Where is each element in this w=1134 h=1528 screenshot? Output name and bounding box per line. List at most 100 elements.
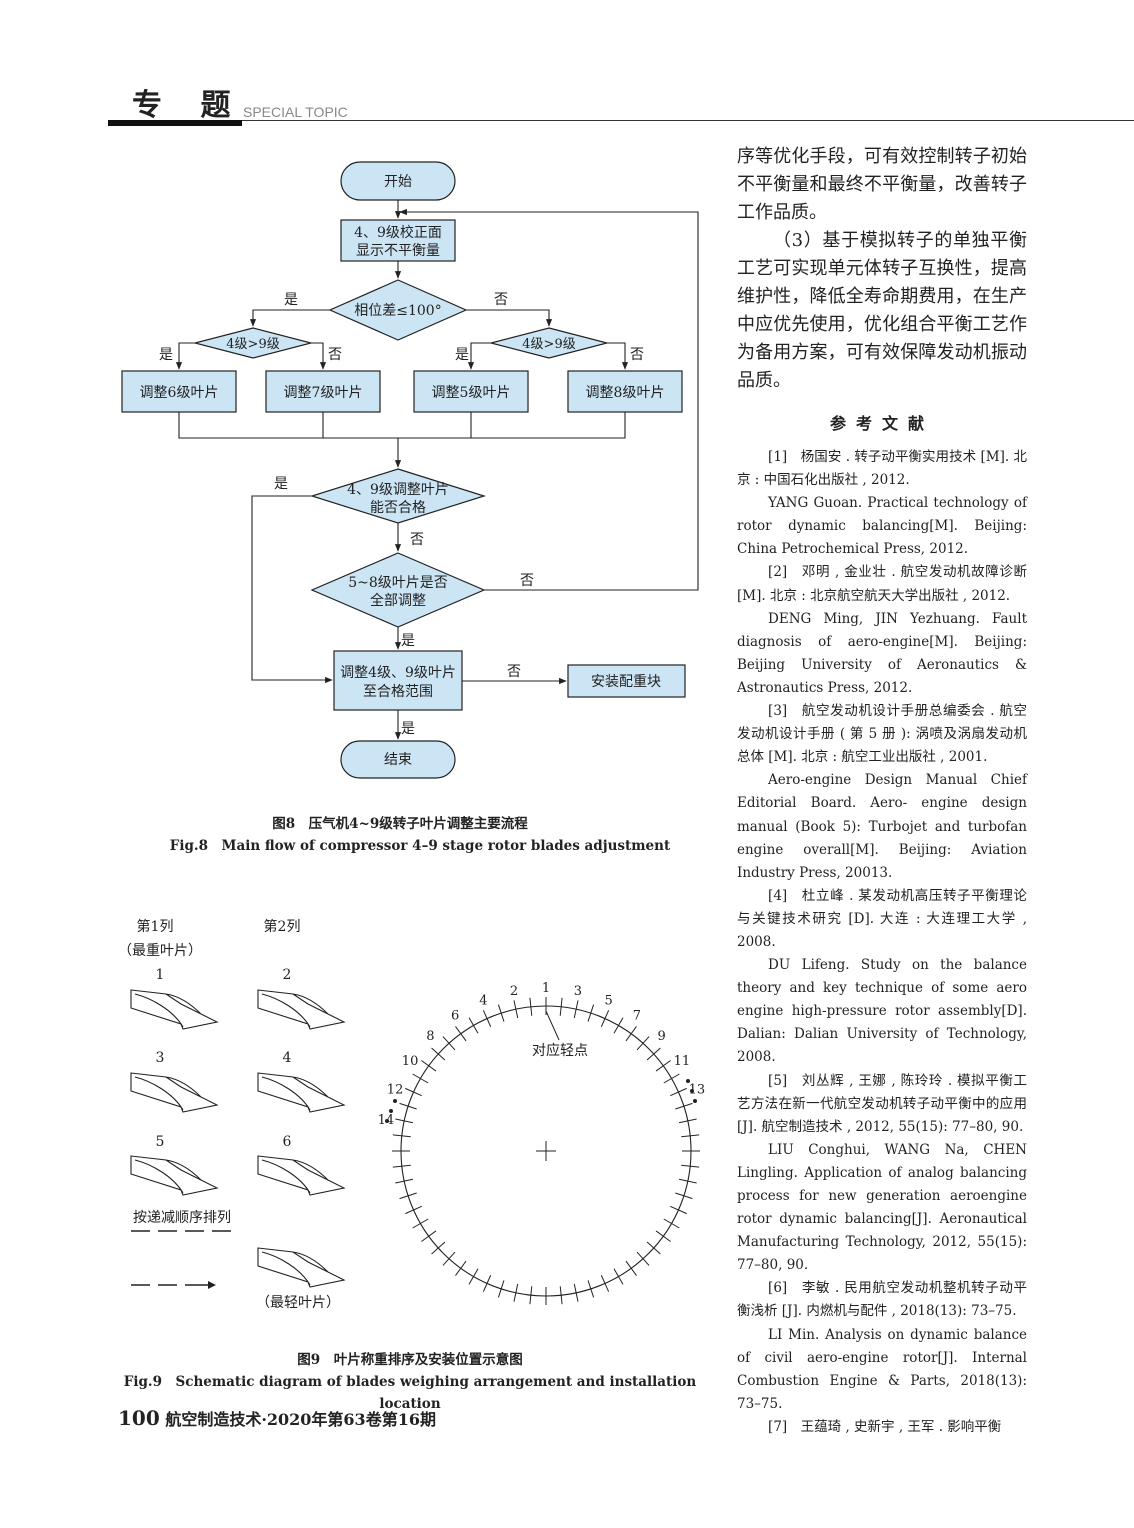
- blade-icon: [257, 1247, 346, 1288]
- svg-text:5~8级叶片是否: 5~8级叶片是否: [348, 575, 448, 591]
- ring-tick: [412, 1073, 429, 1084]
- ring-tick: [625, 1260, 637, 1276]
- ref-item: [5] 刘丛辉 , 王娜 , 陈玲玲 . 模拟平衡工艺方法在新一代航空发动机转子…: [737, 1072, 1027, 1135]
- ref-item: DENG Ming, JIN Yezhuang. Fault diagnosis…: [737, 610, 1027, 696]
- svg-text:2: 2: [283, 967, 292, 983]
- ring-tick: [421, 1230, 437, 1242]
- svg-text:结束: 结束: [384, 752, 412, 768]
- svg-text:5: 5: [156, 1134, 165, 1150]
- svg-text:相位差≤100°: 相位差≤100°: [354, 303, 441, 319]
- ring-tick: [392, 1134, 411, 1138]
- ref-item: LIU Conghui, WANG Na, CHEN Lingling. App…: [737, 1141, 1027, 1274]
- ring-tick: [405, 1087, 422, 1097]
- ring-tick: [468, 1268, 479, 1285]
- svg-text:1: 1: [156, 967, 165, 983]
- blade-icon: [130, 989, 219, 1030]
- ring-number: 6: [451, 1009, 459, 1024]
- svg-text:调整4级、9级叶片: 调整4级、9级叶片: [340, 665, 456, 681]
- svg-text:开始: 开始: [384, 174, 412, 190]
- svg-text:是: 是: [274, 476, 288, 492]
- ring-tick: [455, 1260, 467, 1276]
- fig9-caption-en: Fig.9 Schematic diagram of blades weighi…: [123, 1374, 697, 1412]
- svg-text:第2列: 第2列: [264, 918, 301, 935]
- svg-text:否: 否: [507, 664, 521, 680]
- adjust-7-box: [265, 370, 381, 413]
- ring-tick: [663, 1218, 680, 1229]
- page-number: 100: [118, 1406, 160, 1430]
- header-bar: [108, 120, 242, 126]
- page-footer: 100 航空制造技术·2020年第63卷第16期: [118, 1406, 436, 1430]
- ring-tick: [442, 1036, 456, 1051]
- svg-text:4、9级校正面: 4、9级校正面: [354, 224, 442, 241]
- ring-tick: [613, 1017, 624, 1034]
- section-subtitle: SPECIAL TOPIC: [243, 104, 348, 120]
- ring-tick: [405, 1205, 422, 1215]
- ring-tick: [646, 1047, 661, 1061]
- ring-tick: [392, 1164, 411, 1168]
- ring-tick: [655, 1060, 671, 1072]
- svg-text:显示不平衡量: 显示不平衡量: [356, 243, 440, 259]
- svg-text:否: 否: [494, 292, 508, 308]
- journal-info: 航空制造技术·2020年第63卷第16期: [159, 1410, 436, 1429]
- ring-tick: [559, 997, 563, 1016]
- ring-tick: [455, 1026, 467, 1042]
- ring-tick: [395, 1118, 414, 1124]
- cmp-right-diamond: [488, 327, 610, 359]
- svg-text:调整8级叶片: 调整8级叶片: [586, 385, 665, 401]
- ring-number: 7: [633, 1009, 641, 1024]
- ring-number: 8: [426, 1029, 434, 1044]
- ring-tick: [625, 1026, 637, 1042]
- ring-tick: [529, 1286, 533, 1305]
- ref-item: LI Min. Analysis on dynamic balance of c…: [737, 1326, 1027, 1412]
- svg-text:否: 否: [520, 573, 534, 589]
- svg-text:是: 是: [455, 347, 469, 363]
- ring-tick: [636, 1036, 650, 1051]
- ring-tick: [395, 1178, 414, 1184]
- svg-text:4级>9级: 4级>9级: [226, 337, 279, 352]
- ring-number: 12: [387, 1082, 404, 1097]
- svg-text:调整6级叶片: 调整6级叶片: [140, 385, 219, 401]
- ring-tick: [442, 1251, 456, 1266]
- svg-text:调整5级叶片: 调整5级叶片: [432, 385, 511, 401]
- svg-text:第1列: 第1列: [137, 918, 174, 935]
- ring-tick: [678, 1118, 697, 1124]
- references-list: [1] 杨国安 . 转子动平衡实用技术 [M]. 北京 : 中国石化出版社 , …: [737, 446, 1027, 1439]
- ref-item: [6] 李敏 . 民用航空发动机整机转子动平衡浅析 [J]. 内燃机与配件 , …: [737, 1280, 1027, 1320]
- ring-tick: [663, 1073, 680, 1084]
- svg-text:（最轻叶片）: （最轻叶片）: [256, 1295, 340, 1311]
- paragraph-2: （3）基于模拟转子的单独平衡工艺可实现单元体转子互换性，提高维护性，降低全寿命期…: [737, 230, 1027, 391]
- ring-tick: [482, 1275, 492, 1292]
- svg-text:按递减顺序排列: 按递减顺序排列: [133, 1210, 231, 1226]
- fig8-caption-en: Fig.8 Main flow of compressor 4–9 stage …: [169, 838, 671, 854]
- ref-item: [4] 杜立峰 . 某发动机高压转子平衡理论与关键技术研究 [D]. 大连 : …: [737, 887, 1027, 950]
- ref-item: YANG Guoan. Practical technology of roto…: [737, 495, 1027, 558]
- ring-tick: [675, 1102, 693, 1110]
- ring-number: 4: [479, 994, 487, 1009]
- counterweight-box: [567, 664, 686, 698]
- ring-tick: [497, 1280, 505, 1298]
- ring-tick: [431, 1241, 446, 1255]
- ring-tick: [600, 1275, 610, 1292]
- svg-text:调整7级叶片: 调整7级叶片: [284, 385, 363, 401]
- ring-tick: [513, 1000, 519, 1019]
- ring-tick: [431, 1047, 446, 1061]
- ring-number: 10: [402, 1054, 419, 1069]
- blade-icon: [257, 1155, 346, 1196]
- ring-tick: [600, 1010, 610, 1027]
- svg-text:3: 3: [156, 1050, 165, 1066]
- ring-tick: [678, 1178, 697, 1184]
- section-title: 专 题: [132, 88, 245, 123]
- ring-tick: [681, 1134, 700, 1138]
- ref-item: DU Lifeng. Study on the balance theory a…: [737, 957, 1027, 1066]
- fig9-caption-cn: 图9 叶片称重排序及安装位置示意图: [297, 1352, 523, 1368]
- blade-icon: [257, 989, 346, 1030]
- ring-number: 9: [658, 1029, 666, 1044]
- ring-tick: [646, 1241, 661, 1255]
- ring-tick: [670, 1087, 687, 1097]
- blade-icon: [257, 1072, 346, 1113]
- svg-text:否: 否: [630, 347, 644, 363]
- ring-tick: [412, 1218, 429, 1229]
- ring-tick: [399, 1192, 417, 1200]
- svg-text:（最重叶片）: （最重叶片）: [118, 943, 202, 959]
- ref-item: [2] 邓明 , 金业壮 . 航空发动机故障诊断 [M]. 北京 : 北京航空航…: [737, 564, 1027, 604]
